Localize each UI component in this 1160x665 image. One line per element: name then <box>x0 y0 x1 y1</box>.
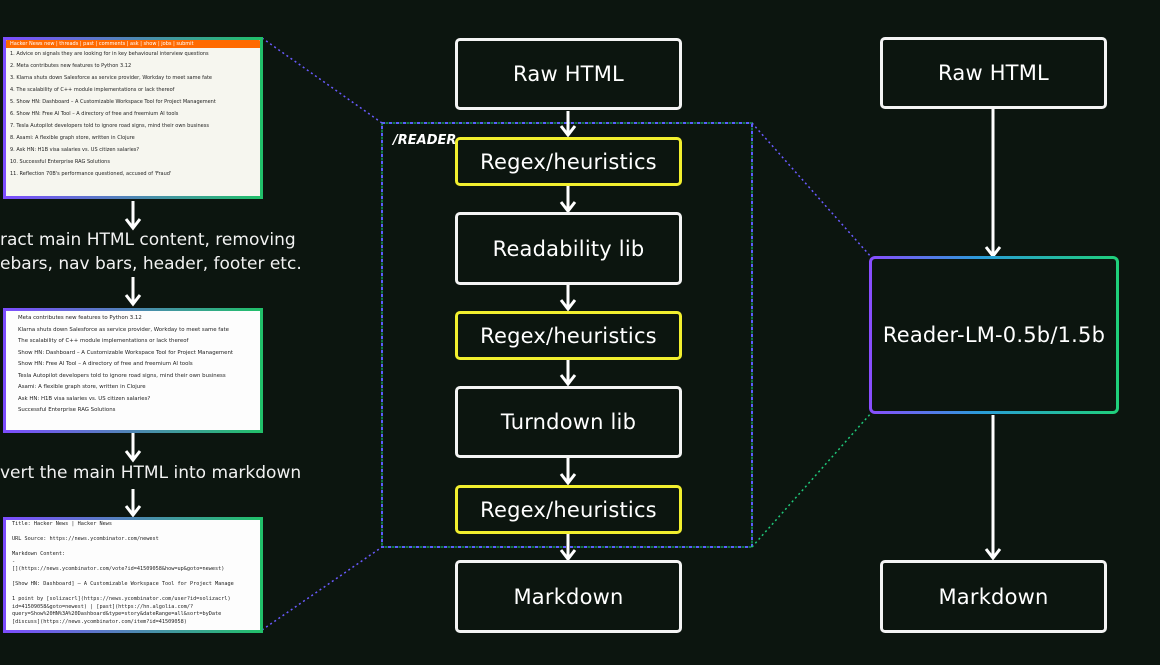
markdown-line: Markdown Content: <box>12 551 66 557</box>
clean-story-row: Meta contributes new features to Python … <box>18 315 142 321</box>
hn-story-meta <box>10 153 256 158</box>
clean-story-row: Show HN: Dashboard – A Customizable Work… <box>18 349 234 356</box>
middle-markdown-node: Markdown <box>455 560 682 633</box>
markdown-line: 1 point by [solizacrl](https://news.ycom… <box>12 596 231 602</box>
markdown-line: URL Source: https://news.ycombinator.com… <box>12 536 159 542</box>
zoom-line-right-top <box>751 122 873 259</box>
hn-story-row: 8. Asami: A flexible graph store, writte… <box>10 135 135 141</box>
markdown-line <box>6 589 260 597</box>
hn-header-bar: Hacker News new | threads | past | comme… <box>6 40 260 48</box>
clean-story-row: Tesla Autopilot developers told to ignor… <box>18 372 226 379</box>
hn-story-meta <box>10 57 256 62</box>
markdown-line: [discuss](https://news.ycombinator.com/i… <box>12 618 187 625</box>
hn-story-row: 9. Ask HN: H1B visa salaries vs. US citi… <box>10 147 140 153</box>
middle-arrows <box>559 111 577 562</box>
hn-story-meta <box>10 141 256 146</box>
middle-regex-node-2: Regex/heuristics <box>455 311 682 360</box>
markdown-thumbnail: Title: Hacker News | Hacker News URL Sou… <box>3 517 263 633</box>
markdown-line: id=41509058&goto=newest) | [past](https:… <box>12 603 194 610</box>
zoom-line-bottom <box>261 546 383 631</box>
middle-readability-node: Readability lib <box>455 212 682 285</box>
middle-raw-html-node: Raw HTML <box>455 38 682 110</box>
hn-story-row: 11. Reflection 70B's performance questio… <box>10 171 172 177</box>
left-arrows <box>124 201 142 518</box>
markdown-line: [](https://news.ycombinator.com/vote?id=… <box>12 566 225 572</box>
clean-story-row: Asami: A flexible graph store, written i… <box>18 384 146 390</box>
caption-extract-line1: ract main HTML content, removing <box>0 230 296 250</box>
hn-story-row: 7. Tesla Autopilot developers told to ig… <box>10 123 209 129</box>
zoom-line-right-bottom <box>751 411 873 548</box>
right-markdown-node: Markdown <box>880 560 1107 633</box>
hn-story-meta <box>10 93 256 98</box>
middle-turndown-node: Turndown lib <box>455 386 682 458</box>
hn-story-meta <box>10 177 256 182</box>
clean-story-row: Ask HN: H1B visa salaries vs. US citizen… <box>18 395 151 402</box>
hn-story-meta <box>10 165 256 170</box>
middle-regex-node-3: Regex/heuristics <box>455 485 682 534</box>
clean-story-row: The scalability of C++ module implementa… <box>18 338 189 344</box>
right-arrows <box>984 109 1002 561</box>
clean-story-list: Meta contributes new features to Python … <box>6 313 260 417</box>
hn-story-row: 5. Show HN: Dashboard – A Customizable W… <box>10 99 216 105</box>
hn-story-row: 2. Meta contributes new features to Pyth… <box>10 63 132 69</box>
clean-story-row: Show HN: Free AI Tool – A directory of f… <box>18 361 193 367</box>
raw-hn-page-thumbnail: Hacker News new | threads | past | comme… <box>3 37 263 199</box>
reader-tag: /READER <box>393 133 457 148</box>
hn-story-meta <box>10 69 256 74</box>
hn-story-meta <box>10 105 256 110</box>
hn-story-meta <box>10 117 256 122</box>
reader-lm-node: Reader-LM-0.5b/1.5b <box>869 256 1119 414</box>
cleaned-html-thumbnail: Meta contributes new features to Python … <box>3 308 263 433</box>
hn-story-meta <box>10 129 256 134</box>
markdown-line <box>6 529 260 537</box>
hn-story-list: 1. Advice on signals they are looking fo… <box>6 48 260 196</box>
hn-story-row: 3. Klarna shuts down Salesforce as servi… <box>10 75 213 81</box>
clean-story-row: Klarna shuts down Salesforce as service … <box>18 326 229 333</box>
caption-extract-line2: ebars, nav bars, header, footer etc. <box>0 254 302 274</box>
hn-story-row: 10. Successful Enterprise RAG Solutions <box>10 159 110 165</box>
markdown-line: query=Show%20HN%3A%20Dashboard&type=stor… <box>12 611 222 617</box>
markdown-line <box>6 574 260 582</box>
markdown-line: [Show HN: Dashboard] – A Customizable Wo… <box>12 581 234 587</box>
hn-story-meta <box>10 81 256 86</box>
clean-story-row: Successful Enterprise RAG Solutions <box>18 407 116 413</box>
hn-story-row: 6. Show HN: Free AI Tool – A directory o… <box>10 111 179 117</box>
markdown-lines: Title: Hacker News | Hacker News URL Sou… <box>6 521 260 626</box>
markdown-line: Title: Hacker News | Hacker News <box>12 521 112 527</box>
markdown-line: - <box>12 558 16 565</box>
hn-story-row: 1. Advice on signals they are looking fo… <box>10 51 209 57</box>
markdown-line <box>6 544 260 552</box>
hn-story-row: 4. The scalability of C++ module impleme… <box>10 87 175 93</box>
caption-convert: vert the main HTML into markdown <box>0 463 302 483</box>
right-raw-html-node: Raw HTML <box>880 37 1107 109</box>
middle-regex-node-1: Regex/heuristics <box>455 137 682 186</box>
zoom-line-top <box>261 37 383 124</box>
